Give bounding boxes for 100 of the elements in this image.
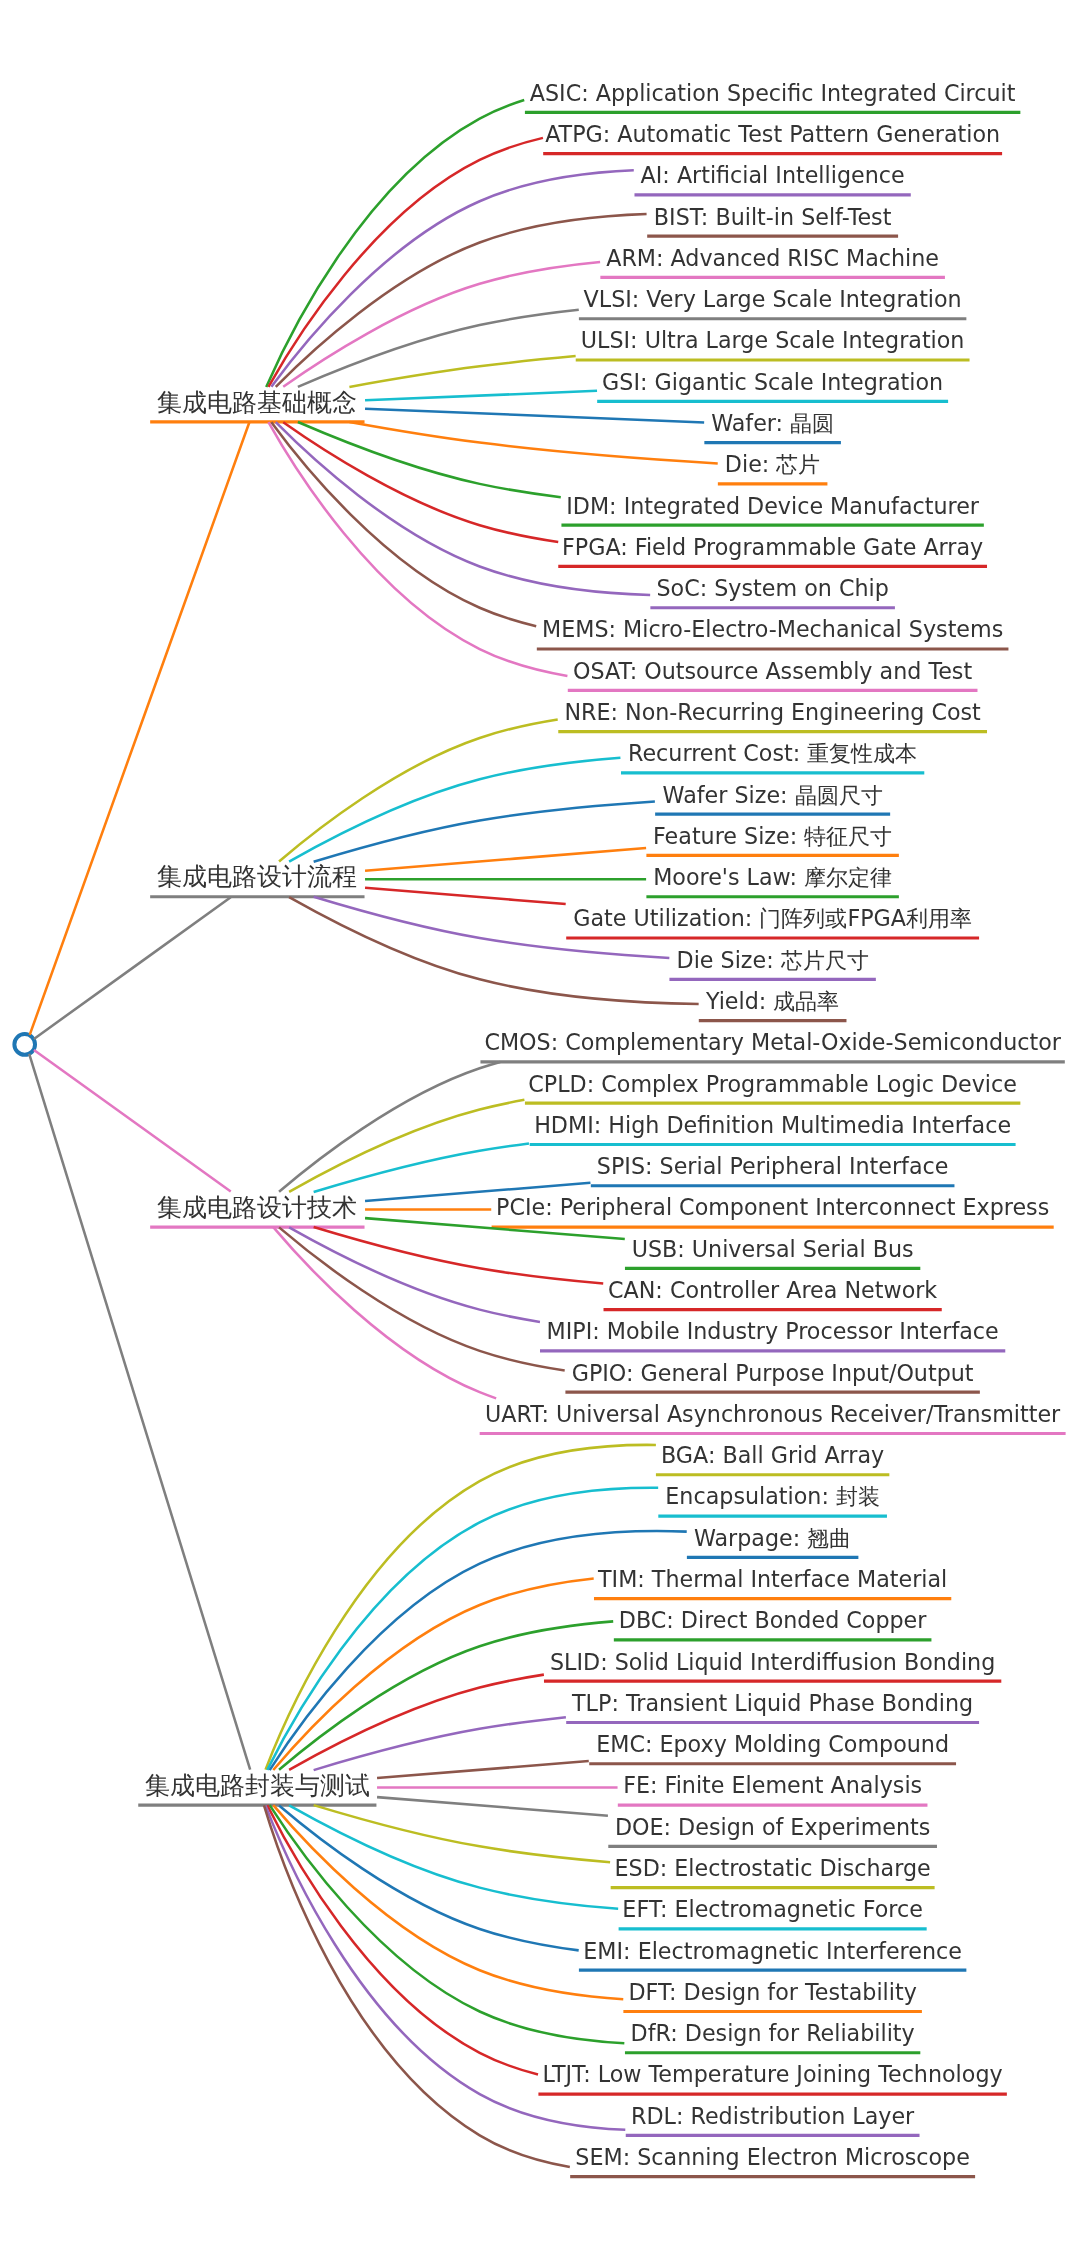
node-text: TLP: Transient Liquid Phase Bonding	[572, 1689, 974, 1716]
node-text: IDM: Integrated Device Manufacturer	[566, 492, 979, 519]
node-text: Feature Size: 特征尺寸	[653, 822, 893, 849]
connector	[278, 1060, 501, 1193]
node-text: TIM: Thermal Interface Material	[598, 1565, 948, 1592]
node-text: EMI: Electromagnetic Interference	[583, 1937, 962, 1964]
node-text: SoC: System on Chip	[656, 574, 889, 601]
connector	[28, 421, 251, 1035]
connector	[262, 1804, 571, 2168]
connector	[28, 1052, 252, 1770]
node-text: 集成电路封装与测试	[144, 1769, 370, 1800]
connector	[288, 1098, 525, 1193]
node-text: AI: Artificial Intelligence	[640, 161, 905, 188]
connector	[313, 1803, 611, 1863]
node-text: EMC: Epoxy Molding Compound	[596, 1730, 950, 1757]
node-text: DfR: Design for Reliability	[630, 2019, 915, 2046]
connector	[33, 895, 232, 1040]
node-text: ESD: Electrostatic Discharge	[614, 1854, 931, 1881]
connector	[268, 1803, 625, 2044]
node-text: DBC: Direct Bonded Copper	[618, 1606, 927, 1633]
node-text: DFT: Design for Testability	[628, 1978, 917, 2005]
connector	[364, 886, 566, 905]
node-text: ASIC: Application Specific Integrated Circuit	[529, 79, 1016, 106]
node-text: Encapsulation: 封装	[665, 1482, 880, 1509]
node-text: SLID: Solid Liquid Interdiffusion Bonding	[550, 1648, 996, 1675]
node-text: Moore's Law: 摩尔定律	[653, 863, 893, 890]
node-text: CAN: Controller Area Network	[608, 1276, 938, 1303]
connector	[365, 389, 598, 401]
connector	[270, 420, 537, 627]
connector	[288, 895, 699, 1005]
connector	[33, 1048, 232, 1193]
connector	[313, 1225, 604, 1285]
connector	[288, 1803, 619, 1910]
node-text: EFT: Electromagnetic Force	[622, 1895, 923, 1922]
connector	[365, 407, 705, 424]
connector	[288, 756, 621, 863]
node-text: CPLD: Complex Programmable Logic Device	[528, 1070, 1017, 1097]
connector	[364, 1181, 591, 1202]
connector	[288, 1225, 541, 1323]
connector	[313, 1141, 530, 1193]
connector	[364, 1216, 625, 1240]
connector	[272, 1803, 624, 2000]
connector	[365, 877, 647, 881]
connector	[266, 1804, 539, 2076]
connector	[376, 1795, 608, 1817]
connector	[278, 1803, 579, 1952]
connector	[365, 1207, 492, 1211]
node-text: BGA: Ball Grid Array	[661, 1441, 885, 1468]
connector	[274, 420, 651, 596]
node-text: GSI: Gigantic Scale Integration	[602, 368, 944, 395]
connector	[297, 307, 579, 388]
connector	[274, 212, 647, 388]
node-text: 集成电路设计技术	[157, 1191, 358, 1222]
node-text: CMOS: Complementary Metal-Oxide-Semiconductor	[484, 1028, 1061, 1055]
connector	[265, 98, 525, 387]
node-text: DOE: Design of Experiments	[614, 1813, 931, 1840]
node-text: USB: Universal Serial Bus	[631, 1235, 914, 1262]
connector	[278, 1225, 565, 1372]
node-text: PCIe: Peripheral Component Interconnect Express	[496, 1193, 1050, 1220]
connector	[282, 420, 559, 543]
node-text: Wafer: 晶圆	[711, 409, 835, 436]
connector	[313, 799, 655, 863]
connector	[282, 260, 601, 388]
node-text: Die Size: 芯片尺寸	[676, 946, 869, 973]
connector	[376, 1759, 589, 1779]
connector	[313, 895, 670, 959]
connector	[267, 421, 568, 677]
node-text: Recurrent Cost: 重复性成本	[628, 739, 918, 766]
connector	[278, 1619, 614, 1771]
connector	[278, 717, 558, 862]
connector	[297, 420, 561, 498]
connector	[272, 1225, 497, 1400]
node-text: NRE: Non-Recurring Engineering Cost	[564, 698, 981, 725]
node-text: HDMI: High Definition Multimedia Interface	[534, 1111, 1012, 1138]
node-text: BIST: Built-in Self-Test	[653, 203, 892, 230]
node-text: OSAT: Outsource Assembly and Test	[573, 657, 973, 684]
node-text: VLSI: Very Large Scale Integration	[583, 285, 962, 312]
connector	[268, 1529, 687, 1771]
node-text: 集成电路设计流程	[157, 860, 358, 891]
node-text: UART: Universal Asynchronous Receiver/Transmitter	[485, 1400, 1061, 1427]
connector	[288, 1672, 545, 1771]
node-text: Warpage: 翘曲	[693, 1524, 852, 1551]
node-text: SPIS: Serial Peripheral Interface	[596, 1152, 949, 1179]
node-text: ARM: Advanced RISC Machine	[606, 244, 940, 271]
node-text: Gate Utilization: 门阵列或FPGA利用率	[573, 904, 973, 931]
connector	[364, 846, 647, 872]
connector	[377, 1785, 618, 1789]
connector	[349, 354, 576, 388]
node-text: ATPG: Automatic Test Pattern Generation	[545, 120, 1001, 147]
connector	[270, 168, 634, 388]
node-text: Die: 芯片	[724, 450, 821, 477]
node-text: FE: Finite Element Analysis	[623, 1771, 923, 1798]
connector	[313, 1715, 566, 1771]
connector	[349, 420, 718, 465]
node-text: ULSI: Ultra Large Scale Integration	[580, 326, 965, 353]
node-text: 集成电路基础概念	[157, 386, 358, 417]
connector	[272, 1576, 594, 1771]
node-text: FPGA: Field Programmable Gate Array	[562, 533, 984, 560]
node-text: LTJT: Low Temperature Joining Technology	[542, 2060, 1003, 2087]
node-circle	[12, 1031, 37, 1057]
